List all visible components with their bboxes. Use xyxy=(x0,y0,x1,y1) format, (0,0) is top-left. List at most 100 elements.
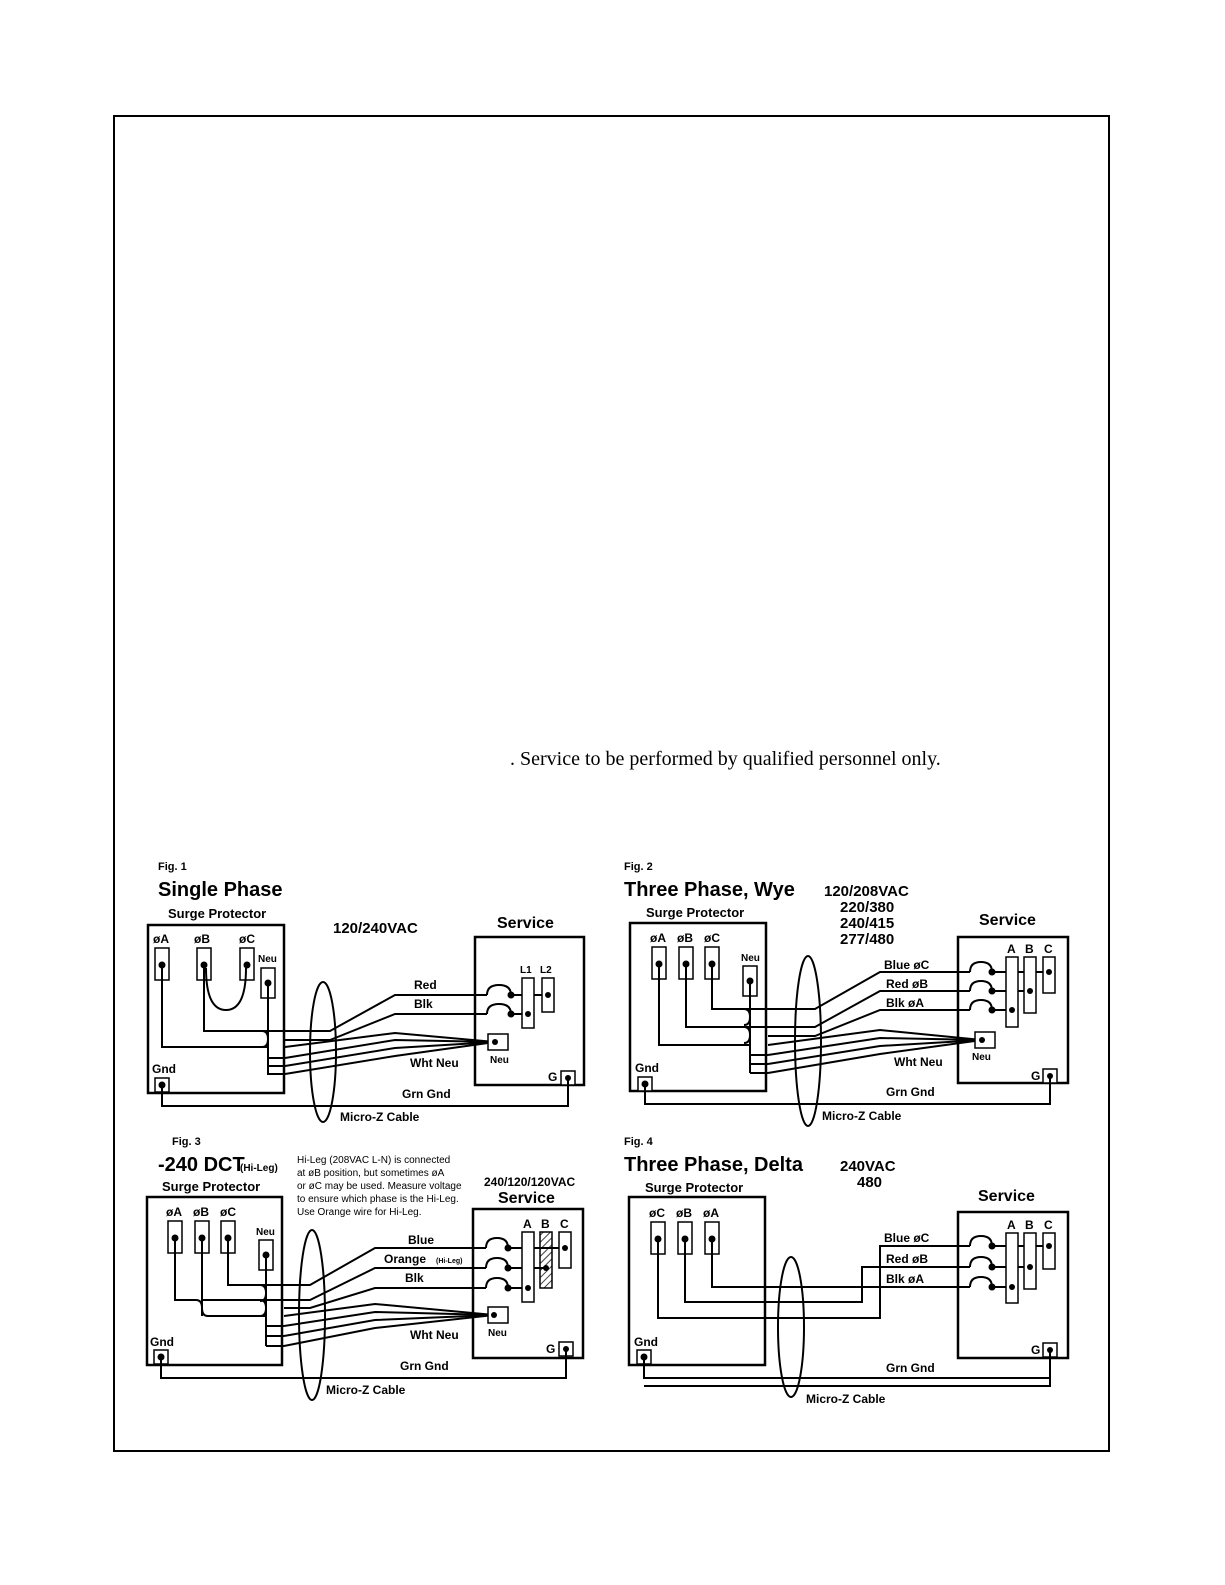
fig2-phase-a: øA xyxy=(650,931,666,945)
fig2-bus-a-label: A xyxy=(1007,942,1016,956)
fig4-phase-c: øC xyxy=(649,1206,665,1220)
fig3-note-2: at øB position, but sometimes øA xyxy=(297,1168,445,1179)
fig2-surge-protector xyxy=(628,921,768,1093)
fig3-label: Fig. 3 xyxy=(172,1136,201,1148)
fig2-title: Three Phase, Wye xyxy=(624,879,795,901)
fig4-cable-ellipse xyxy=(777,1256,805,1398)
fig1-grn-gnd: Grn Gnd xyxy=(402,1087,451,1101)
fig2-bus-b-label: B xyxy=(1025,942,1034,956)
fig1-bus-l1 xyxy=(521,977,535,1029)
fig1-phase-b: øB xyxy=(194,932,210,946)
fig2-wire-blue: Blue øC xyxy=(884,958,930,972)
fig2-phase-b: øB xyxy=(677,931,693,945)
fig3-neu-service: Neu xyxy=(488,1328,507,1339)
fig1-surge-protector xyxy=(146,923,286,1095)
fig1-jumper xyxy=(205,967,247,1012)
fig2-wht-neu: Wht Neu xyxy=(894,1055,943,1069)
fig2-label: Fig. 2 xyxy=(624,861,653,873)
fig1-g-label: G xyxy=(548,1070,557,1084)
fig1-l1-label: L1 xyxy=(520,965,532,976)
fig3-g-label: G xyxy=(546,1342,555,1356)
fig3-bus-b-label: B xyxy=(541,1217,550,1231)
fig1-phase-c: øC xyxy=(239,932,255,946)
fig3-note-3: or øC may be used. Measure voltage xyxy=(297,1181,462,1192)
fig2-voltage-3: 240/415 xyxy=(840,915,894,932)
fig2-cable-label: Micro-Z Cable xyxy=(822,1109,902,1123)
fig4-bus-c-label: C xyxy=(1044,1218,1053,1232)
fig1-wire-red: Red xyxy=(414,978,437,992)
fig3-cable-label: Micro-Z Cable xyxy=(326,1383,406,1397)
service-notice: . Service to be performed by qualified p… xyxy=(510,748,941,770)
fig3-high-leg-delta: Fig. 3 -240 DCT (Hi-Leg) Surge Protector… xyxy=(145,1136,585,1401)
fig3-bus-a-label: A xyxy=(523,1217,532,1231)
fig1-cable-label: Micro-Z Cable xyxy=(340,1110,420,1124)
fig2-neu-label: Neu xyxy=(741,953,760,964)
fig2-grn-gnd: Grn Gnd xyxy=(886,1085,935,1099)
fig1-cable-ellipse xyxy=(309,981,337,1123)
fig1-single-phase: Fig. 1 Single Phase Surge Protector 120/… xyxy=(146,861,586,1124)
fig2-bus-c-label: C xyxy=(1044,942,1053,956)
fig4-wire-red: Red øB xyxy=(886,1252,928,1266)
fig3-wire-orange: Orange xyxy=(384,1252,426,1266)
fig4-bus-a xyxy=(1005,1232,1019,1304)
fig3-wire-blue: Blue xyxy=(408,1233,434,1247)
fig1-l2-label: L2 xyxy=(540,965,552,976)
fig4-bus-c xyxy=(1042,1232,1056,1270)
fig1-surge-label: Surge Protector xyxy=(168,906,266,921)
fig4-g-label: G xyxy=(1031,1343,1040,1357)
fig4-service-panel xyxy=(956,1210,1070,1360)
fig3-neu-label: Neu xyxy=(256,1227,275,1238)
fig3-note-5: Use Orange wire for Hi-Leg. xyxy=(297,1207,422,1218)
fig3-title-suffix: (Hi-Leg) xyxy=(240,1163,278,1174)
page-frame xyxy=(113,115,1110,1452)
fig2-neu-service: Neu xyxy=(972,1052,991,1063)
fig1-wht-neu: Wht Neu xyxy=(410,1056,459,1070)
fig3-phase-a: øA xyxy=(166,1205,182,1219)
fig3-wht-neu: Wht Neu xyxy=(410,1328,459,1342)
fig1-service-panel xyxy=(473,935,586,1087)
fig3-grn-gnd: Grn Gnd xyxy=(400,1359,449,1373)
fig4-three-phase-delta: Fig. 4 Three Phase, Delta Surge Protecto… xyxy=(624,1136,1070,1406)
fig1-gnd-label: Gnd xyxy=(152,1062,176,1076)
fig2-bus-a xyxy=(1005,956,1019,1028)
fig4-voltage-1: 240VAC xyxy=(840,1158,896,1175)
fig3-bus-b-hileg xyxy=(539,1231,553,1289)
fig4-label: Fig. 4 xyxy=(624,1136,654,1148)
fig2-surge-label: Surge Protector xyxy=(646,905,744,920)
fig2-service-label: Service xyxy=(979,912,1036,929)
fig2-g-label: G xyxy=(1031,1069,1040,1083)
fig3-hileg-tag: (Hi-Leg) xyxy=(436,1258,462,1265)
fig3-phase-b: øB xyxy=(193,1205,209,1219)
fig4-voltage-2: 480 xyxy=(857,1174,882,1191)
fig4-service-label: Service xyxy=(978,1188,1035,1205)
fig3-neutral-terminal xyxy=(487,1306,509,1324)
fig4-gnd-label: Gnd xyxy=(634,1335,658,1349)
fig4-phase-a: øA xyxy=(703,1206,719,1220)
fig3-bus-a xyxy=(521,1231,535,1303)
fig2-bus-b xyxy=(1023,956,1037,1014)
fig4-cable-label: Micro-Z Cable xyxy=(806,1392,886,1406)
fig3-wire-blk: Blk xyxy=(405,1271,424,1285)
fig1-wire-blk: Blk xyxy=(414,997,433,1011)
fig3-service-panel xyxy=(471,1207,585,1360)
fig4-phase-b: øB xyxy=(676,1206,692,1220)
fig2-wire-blk: Blk øA xyxy=(886,996,924,1010)
fig2-three-phase-wye: Fig. 2 Three Phase, Wye Surge Protector … xyxy=(624,861,1070,1127)
fig4-bus-b-label: B xyxy=(1025,1218,1034,1232)
fig1-service-label: Service xyxy=(497,915,554,932)
fig3-phase-c: øC xyxy=(220,1205,236,1219)
fig1-voltage: 120/240VAC xyxy=(333,920,418,937)
fig2-gnd-label: Gnd xyxy=(635,1061,659,1075)
fig1-label: Fig. 1 xyxy=(158,861,187,873)
fig3-title: -240 DCT xyxy=(158,1154,245,1176)
fig4-surge-protector xyxy=(627,1195,767,1367)
fig3-service-label: Service xyxy=(498,1190,555,1207)
fig4-surge-label: Surge Protector xyxy=(645,1180,743,1195)
fig1-neu-service: Neu xyxy=(490,1055,509,1066)
fig3-note-4: to ensure which phase is the Hi-Leg. xyxy=(297,1194,459,1205)
fig2-voltage-1: 120/208VAC xyxy=(824,883,909,900)
fig3-surge-protector xyxy=(145,1195,284,1367)
fig3-note-1: Hi-Leg (208VAC L-N) is connected xyxy=(297,1155,450,1166)
fig4-wire-blue: Blue øC xyxy=(884,1231,930,1245)
